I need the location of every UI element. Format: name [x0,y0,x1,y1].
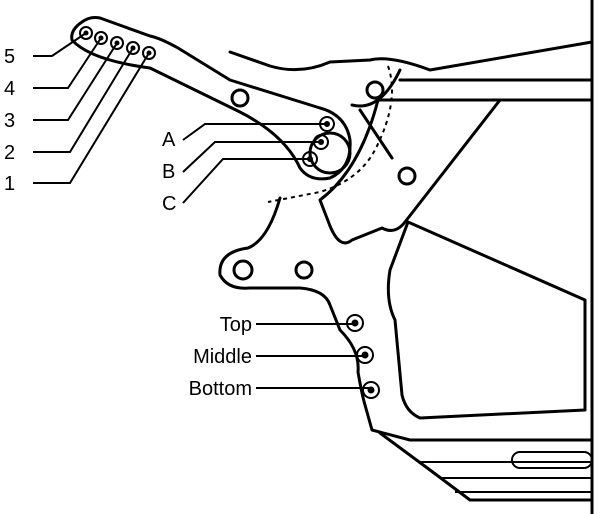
label-arm-hole-3: 3 [4,110,15,132]
label-pivot-c: C [162,193,176,215]
leader-b [182,141,321,173]
plain-hole [230,88,250,108]
lever-arm [70,16,352,181]
plain-hole [294,260,314,280]
leader-a [182,123,327,141]
leader-3 [33,42,118,121]
lower-rail-inner [420,461,592,493]
cutout-center [386,220,587,420]
label-pivot-b: B [162,161,175,183]
plain-hole [232,259,254,281]
plain-hole [397,166,417,186]
mount-hole-bottom [362,381,380,399]
bracket-plate-outline [218,40,594,442]
pivot-boss [308,131,352,175]
label-arm-hole-1: 1 [4,173,15,195]
label-pivot-a: A [162,129,176,151]
label-mount-top: Top [220,314,252,336]
leader-5 [33,32,87,57]
lower-rail [378,431,594,502]
label-mount-bottom: Bottom [189,378,252,400]
label-mount-middle: Middle [193,346,252,368]
slot-cutout [511,451,593,469]
label-arm-hole-4: 4 [4,78,15,100]
cutout-upper [318,98,502,245]
leader-1 [33,52,150,184]
plain-hole [365,80,385,100]
label-arm-hole-2: 2 [4,142,15,164]
leader-4 [33,37,102,89]
leader-2 [33,47,134,153]
upper-rail [380,78,594,102]
label-arm-hole-5: 5 [4,46,15,68]
leader-c [182,158,310,204]
